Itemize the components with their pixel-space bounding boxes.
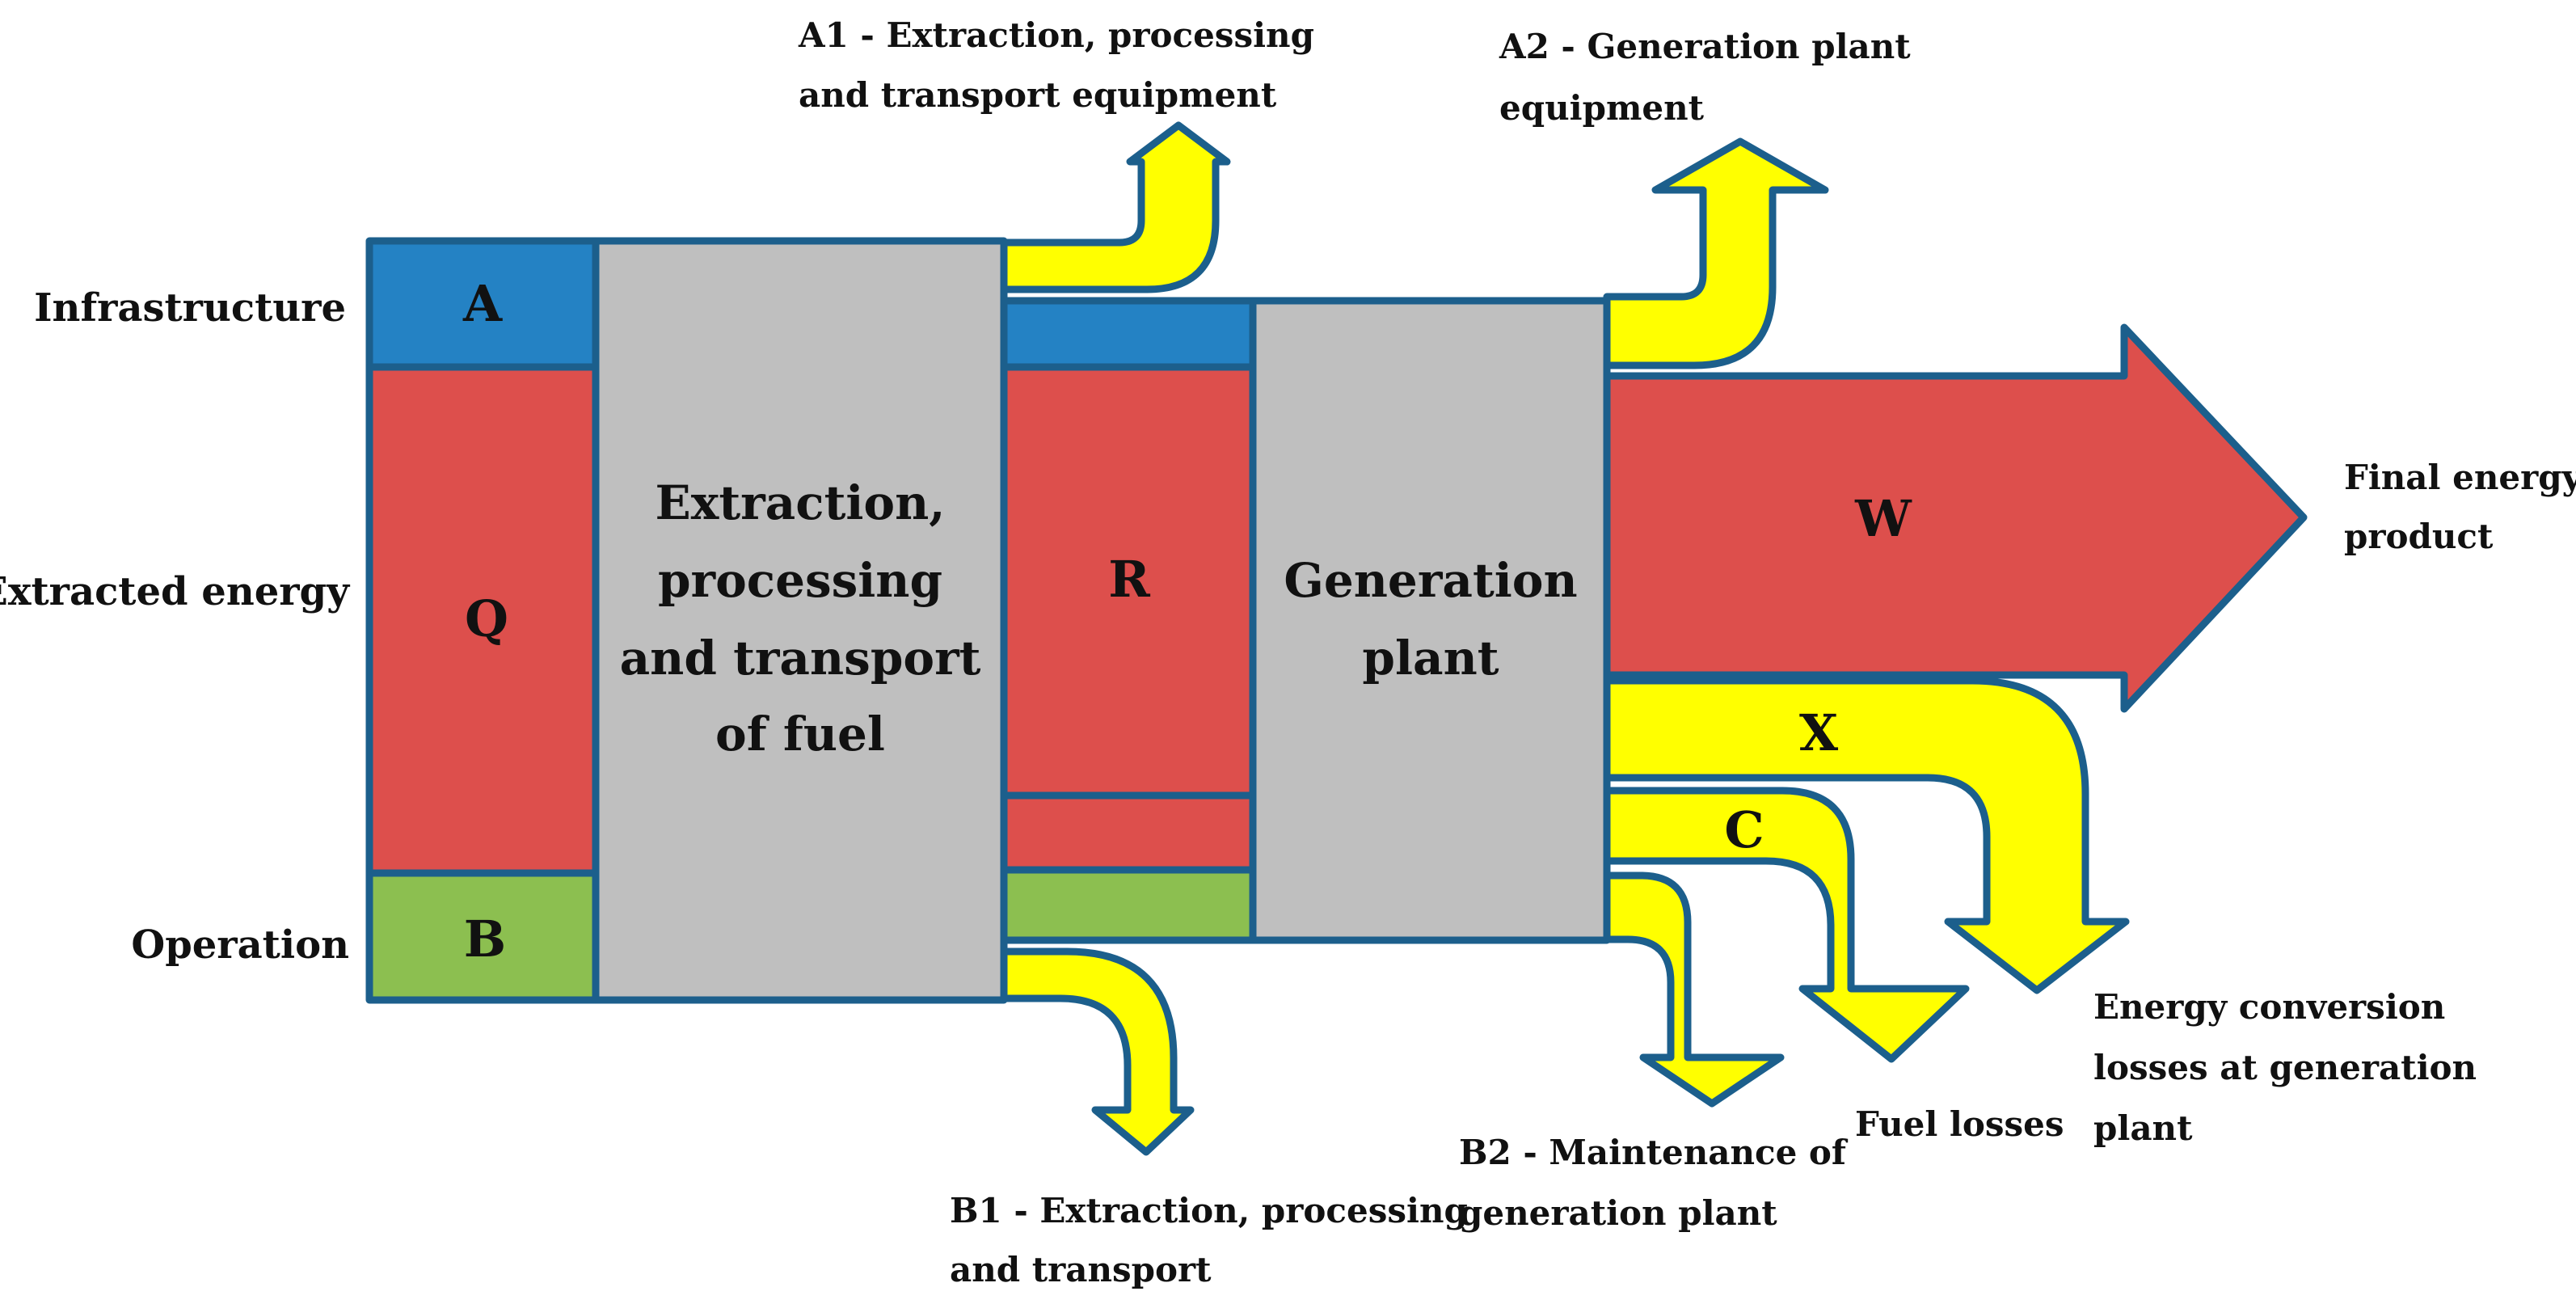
arrow-b1 [1000, 947, 1195, 1156]
label-infrastructure: Infrastructure [34, 285, 346, 331]
label-b2-line1: B2 - Maintenance of [1459, 1133, 1849, 1172]
extraction-text-3: and transport [620, 631, 981, 686]
generation-text-2: plant [1362, 631, 1499, 686]
label-b1-line1: B1 - Extraction, processing [950, 1191, 1468, 1230]
label-operation: Operation [131, 922, 349, 968]
arrow-w [1603, 323, 2308, 713]
label-final-line1: Final energy [2344, 458, 2576, 497]
extraction-text-1: Extraction, [656, 475, 946, 530]
block-b [365, 869, 600, 1004]
label-a1-line2: and transport equipment [799, 75, 1277, 115]
generation-box [1249, 297, 1611, 944]
arrow-b2 [1603, 871, 1785, 1108]
block-r-fuel-loss [1000, 791, 1257, 874]
label-a2-line2: equipment [1499, 88, 1705, 128]
label-b2-line2: generation plant [1459, 1193, 1777, 1233]
label-conversion-line1: Energy conversion [2093, 987, 2445, 1027]
extraction-box [592, 237, 1008, 1004]
arrow-x [1603, 677, 2130, 994]
generation-text-1: Generation [1284, 553, 1577, 608]
letter-x: X [1799, 703, 1839, 762]
label-a1-line1: A1 - Extraction, processing [798, 15, 1314, 55]
block-a [365, 237, 600, 371]
label-fuel-losses: Fuel losses [1855, 1104, 2064, 1144]
label-b1-line2: and transport [950, 1250, 1212, 1289]
letter-b: B [464, 909, 506, 969]
block-q [365, 363, 600, 877]
label-final-line2: product [2344, 517, 2494, 556]
letter-a: A [462, 274, 503, 333]
block-r-infra [1000, 297, 1257, 371]
label-conversion-line2: losses at generation [2093, 1048, 2477, 1087]
block-r-operation [1000, 866, 1257, 944]
extraction-text-4: of fuel [715, 707, 885, 762]
letter-q: Q [465, 589, 508, 648]
arrow-a2 [1603, 137, 1829, 369]
label-conversion-line3: plant [2093, 1108, 2193, 1148]
label-a2-line1: A2 - Generation plant [1499, 27, 1911, 66]
letter-w: W [1854, 489, 1912, 548]
arrow-a1 [1000, 121, 1231, 293]
arrow-c [1603, 787, 1970, 1063]
label-extracted-energy: Extracted energy [0, 569, 351, 614]
letter-c: C [1724, 800, 1764, 859]
extraction-text-2: processing [658, 553, 942, 608]
letter-r: R [1108, 550, 1150, 609]
